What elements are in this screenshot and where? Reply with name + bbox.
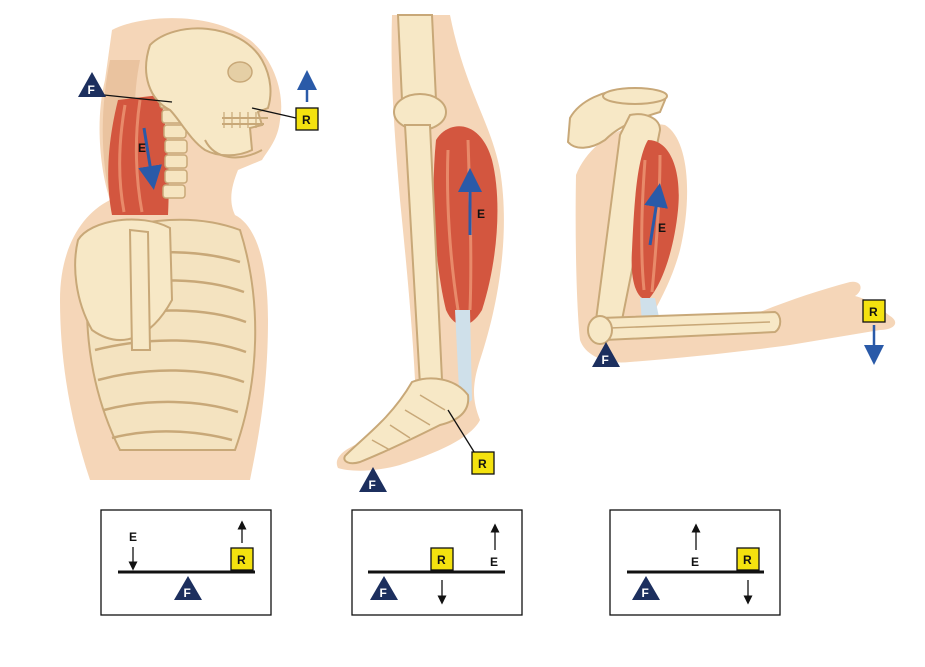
schematic-1-resistance: R xyxy=(237,553,246,567)
svg-text:R: R xyxy=(302,113,311,127)
schematic-3-resistance: R xyxy=(743,553,752,567)
lever-schematic-1: E R F xyxy=(100,509,272,616)
figure-arm-elbow: E R F xyxy=(566,87,896,367)
schematic-1-effort: E xyxy=(129,530,137,544)
fulcrum-marker-1: F xyxy=(78,72,106,97)
schematic-1-fulcrum: F xyxy=(184,586,191,600)
resistance-marker-3: R xyxy=(862,299,886,323)
svg-text:F: F xyxy=(369,478,376,492)
schematic-2-fulcrum: F xyxy=(380,586,387,600)
lever-schematic-2: R E F xyxy=(351,509,523,616)
effort-label-2: E xyxy=(477,207,485,221)
effort-label-3: E xyxy=(658,221,666,235)
svg-text:F: F xyxy=(602,353,609,367)
lever-schematic-3: E R F xyxy=(609,509,781,616)
resistance-marker-2: R xyxy=(471,451,495,475)
schematic-3-fulcrum: F xyxy=(642,586,649,600)
fulcrum-marker-2: F xyxy=(359,467,387,492)
effort-label-1: E xyxy=(138,141,146,155)
svg-text:F: F xyxy=(88,83,95,97)
schematic-2-effort: E xyxy=(490,555,498,569)
fulcrum-marker-3: F xyxy=(592,342,620,367)
schematic-2-resistance: R xyxy=(437,553,446,567)
figure-neck-head: E F R xyxy=(60,18,319,481)
figure-leg-foot: E R F xyxy=(336,14,504,492)
schematic-3-effort: E xyxy=(691,555,699,569)
svg-text:R: R xyxy=(869,305,878,319)
resistance-marker-1: R xyxy=(295,107,319,131)
svg-text:R: R xyxy=(478,457,487,471)
